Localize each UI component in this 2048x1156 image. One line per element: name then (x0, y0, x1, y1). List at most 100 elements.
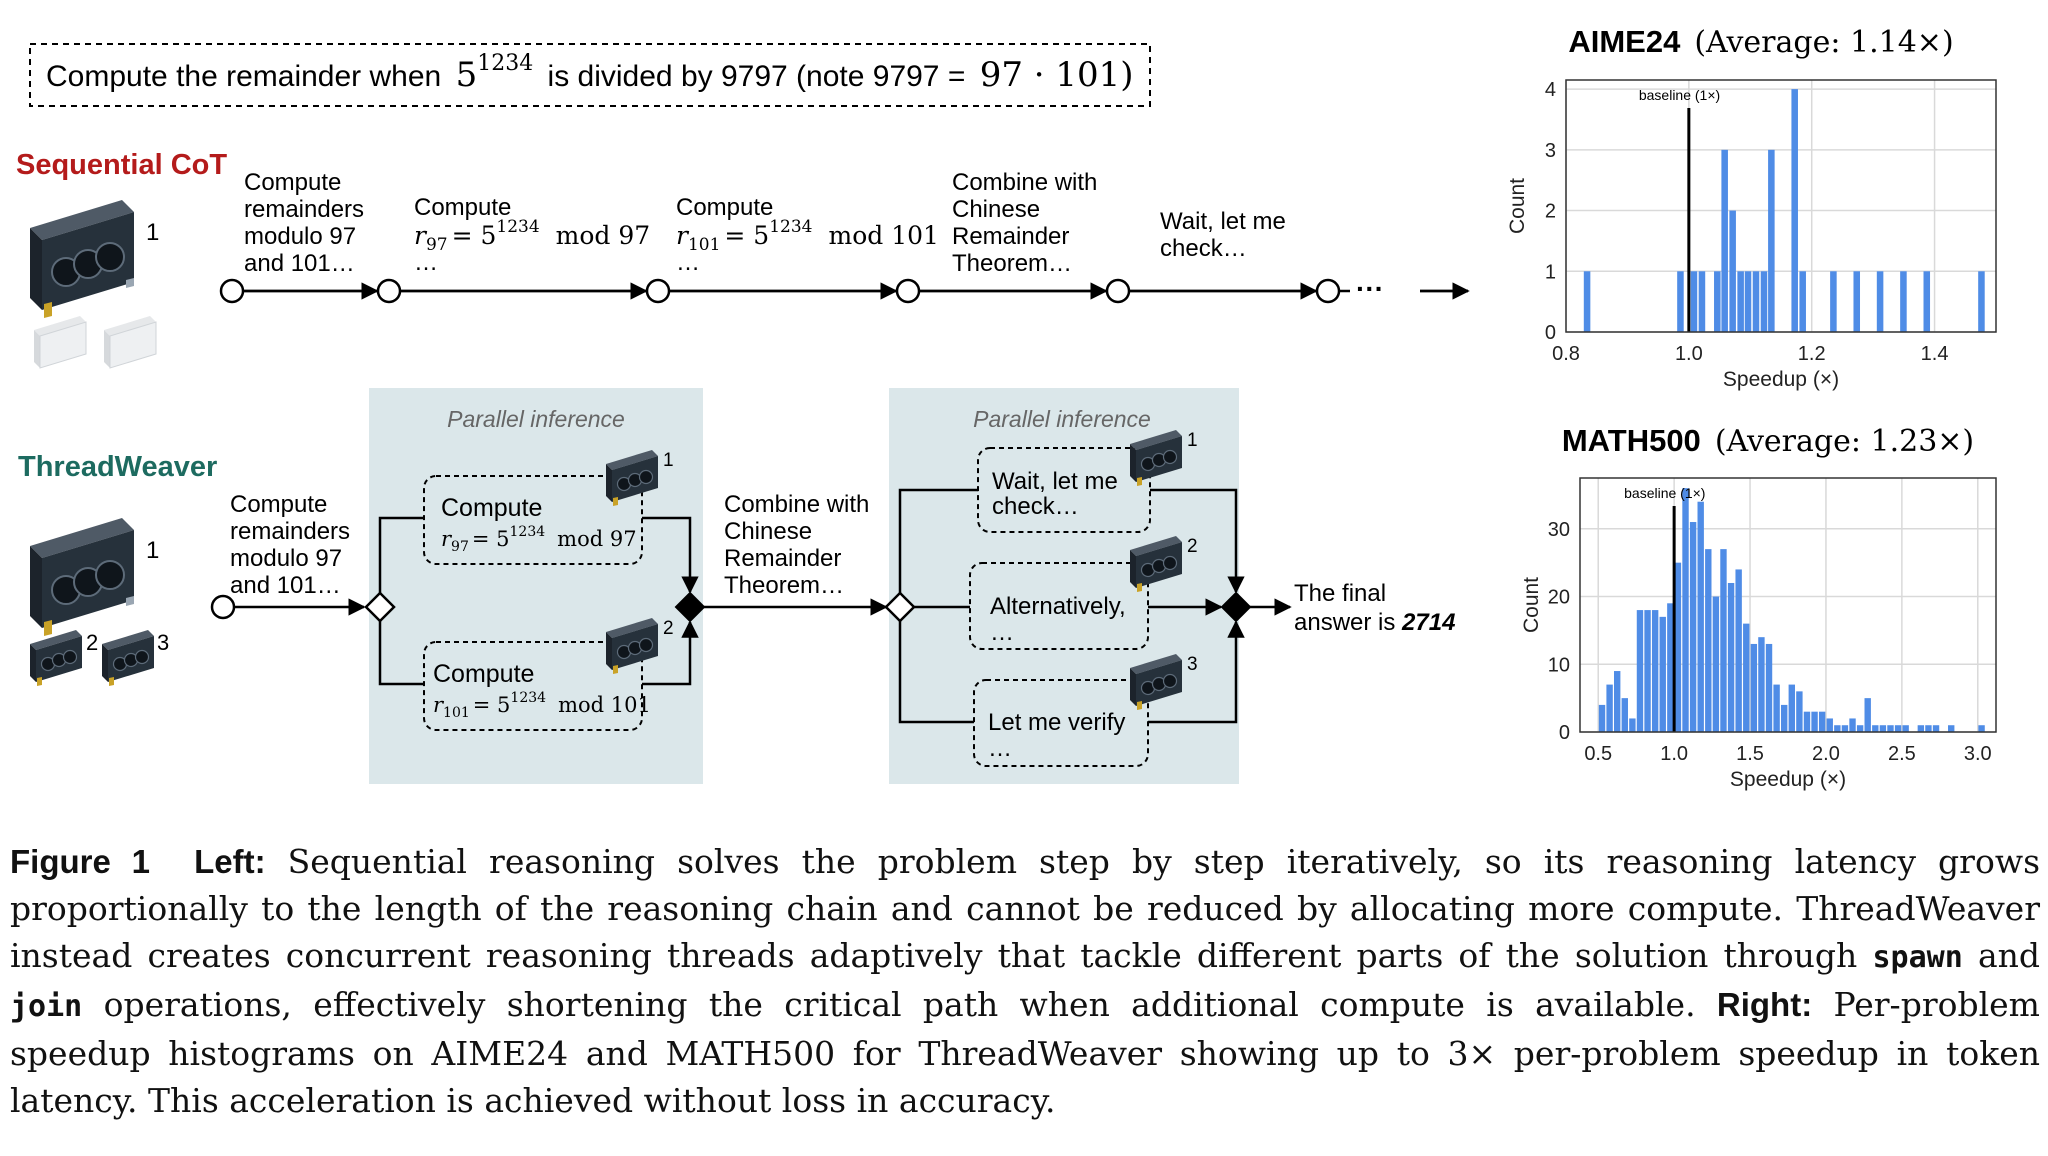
plot-frame (1579, 477, 1997, 733)
histogram-bar (1932, 725, 1940, 732)
caption-left-label: Left: (194, 843, 266, 880)
step-node (1315, 278, 1341, 304)
histogram-bar (1902, 725, 1909, 732)
chain-ellipsis: ··· (1356, 273, 1384, 304)
caption-text: Sequential reasoning solves the problem … (10, 842, 2041, 975)
merge-line (1148, 620, 1245, 724)
histogram-bar (1925, 725, 1932, 732)
histogram-bar (1750, 643, 1758, 732)
y-tick-label: 20 (1548, 587, 1570, 609)
histogram-bar (1721, 149, 1728, 332)
y-tick-label: 4 (1545, 79, 1556, 101)
histogram-bar (1760, 271, 1768, 332)
sequential-step-1: Compute remainders modulo 97 and 101… (244, 169, 371, 277)
parallel-label: Parallel inference (973, 406, 1151, 432)
histogram-bar (1758, 637, 1765, 732)
svg-text:…: … (414, 249, 438, 276)
histogram-bar (1872, 725, 1879, 732)
histogram-bar (1923, 271, 1931, 332)
thread-text: Compute (441, 494, 542, 522)
histogram-bar (1712, 596, 1720, 732)
final-answer: The final answer is 2714 (1294, 580, 1455, 636)
threadweaver-intro: Compute remainders modulo 97 and 101… (230, 491, 357, 599)
histogram-bar (1690, 271, 1698, 332)
histogram-bar (1729, 210, 1736, 332)
caption-right-label: Right: (1716, 986, 1813, 1023)
histogram-bar (1879, 725, 1887, 732)
sequential-cot-section: Sequential CoT 1 ··· Compute remainders (16, 149, 1470, 369)
histogram-bar (1651, 610, 1659, 732)
histogram-bar (1744, 271, 1752, 332)
caption-figure-label: Figure 1 (10, 843, 150, 880)
gpu-count-label: 3 (1187, 654, 1198, 675)
thread-text: Compute (433, 660, 534, 688)
x-axis-label: Speedup (×) (1723, 368, 1839, 391)
histogram-bar (1667, 603, 1674, 732)
threadweaver-title: ThreadWeaver (18, 451, 217, 483)
histogram-bar (1644, 610, 1651, 732)
gpu-count-label: 2 (86, 630, 98, 655)
gpu-icon (101, 629, 155, 687)
chart-title: AIME24(Average: 1.14×) (1568, 24, 1953, 60)
x-tick-label: 1.5 (1736, 743, 1764, 765)
histogram-bar (1788, 684, 1795, 732)
histogram-bar (1830, 271, 1837, 332)
threadweaver-combine: Combine with Chinese Remainder Theorem… (724, 491, 876, 599)
x-tick-label: 1.2 (1798, 343, 1826, 365)
histogram-bar (1876, 271, 1884, 332)
y-tick-label: 0 (1559, 722, 1570, 744)
chart-subtitle: (Average: 1.23×) (1715, 424, 1974, 459)
gpu-count-label: 1 (146, 537, 159, 564)
merge-line (1150, 488, 1245, 594)
chart-title: MATH500(Average: 1.23×) (1562, 423, 1974, 459)
histogram-bar (1818, 711, 1826, 732)
problem-box (29, 43, 1151, 107)
histogram-bar (1697, 501, 1704, 732)
chart-subtitle: (Average: 1.14×) (1694, 25, 1953, 60)
sequential-step-5: Wait, let me check… (1160, 208, 1292, 262)
threadweaver-section: ThreadWeaver 1 2 3 Parallel inference Pa… (18, 388, 1455, 784)
gpu-count-label: 2 (1187, 536, 1198, 557)
histogram-bar (1677, 271, 1684, 332)
caption-text: operations, effectively shortening the c… (103, 985, 1696, 1024)
y-axis-label: Count (1520, 577, 1543, 633)
histogram-bar (1614, 671, 1621, 732)
sequential-step-4: Combine with Chinese Remainder Theorem… (952, 169, 1104, 277)
gpu-icon (29, 629, 83, 687)
sequential-nodes (219, 278, 1341, 304)
histogram-bar (1841, 725, 1849, 732)
problem-statement: Compute the remainder when 51234 is divi… (29, 43, 1151, 107)
histogram-bar (1714, 271, 1721, 332)
branch-line (378, 516, 424, 593)
x-tick-label: 3.0 (1964, 743, 1992, 765)
histogram-bar (1768, 149, 1775, 332)
thread-text: Alternatively, … (990, 593, 1132, 646)
histogram-bar (1811, 711, 1818, 732)
thread-box (969, 562, 1149, 650)
svg-text:The final: The final (1294, 580, 1386, 607)
parallel-region (369, 388, 703, 784)
y-tick-label: 1 (1545, 261, 1556, 283)
thread-box (423, 641, 643, 731)
sequential-cot-title: Sequential CoT (16, 149, 227, 181)
x-tick-label: 1.4 (1921, 343, 1949, 365)
x-axis-label: Speedup (×) (1730, 768, 1846, 791)
histogram-bar (1698, 271, 1706, 332)
histogram-bar (1948, 725, 1955, 732)
svg-text:answer is 2714: answer is 2714 (1294, 609, 1455, 636)
histogram-bar (1803, 711, 1811, 732)
histogram-bar (1583, 271, 1591, 332)
histogram-bar (1799, 271, 1806, 332)
histogram-bar (1737, 271, 1744, 332)
plot-frame (1565, 79, 1997, 333)
caption-code: join (10, 989, 83, 1024)
histogram-bar (1853, 271, 1861, 332)
histogram-bar (1834, 725, 1841, 732)
svg-text:Compute: Compute (414, 194, 511, 221)
join-node (674, 591, 706, 623)
